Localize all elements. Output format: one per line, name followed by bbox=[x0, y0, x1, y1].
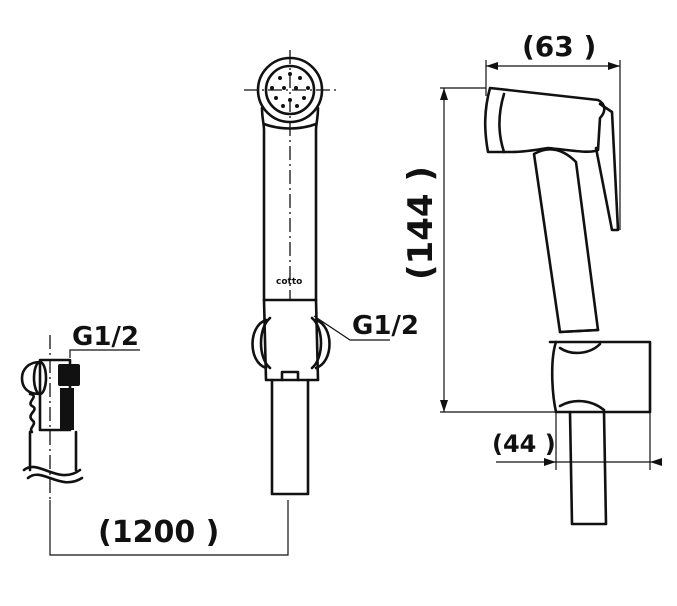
hose-length-dimension bbox=[49, 500, 289, 556]
thread-label-right: G1/2 bbox=[352, 311, 419, 341]
depth-dimension-line bbox=[496, 412, 656, 470]
height-label: (144 ) bbox=[401, 166, 441, 280]
spray-front-view: cotto bbox=[251, 56, 331, 496]
hose-length-label: (1200 ) bbox=[98, 515, 219, 550]
depth-label: (44 ) bbox=[492, 430, 556, 458]
thread-leader-right bbox=[313, 315, 390, 341]
brand-mark: cotto bbox=[276, 277, 302, 287]
thread-label-left: G1/2 bbox=[72, 322, 139, 352]
thread-leader-left bbox=[69, 349, 140, 358]
spray-side-view bbox=[483, 86, 652, 526]
width-extension-lines bbox=[485, 60, 621, 230]
wall-connector bbox=[20, 358, 84, 484]
height-dimension-line bbox=[440, 87, 560, 413]
width-label: (63 ) bbox=[522, 30, 596, 63]
nozzle-holes bbox=[270, 72, 310, 108]
